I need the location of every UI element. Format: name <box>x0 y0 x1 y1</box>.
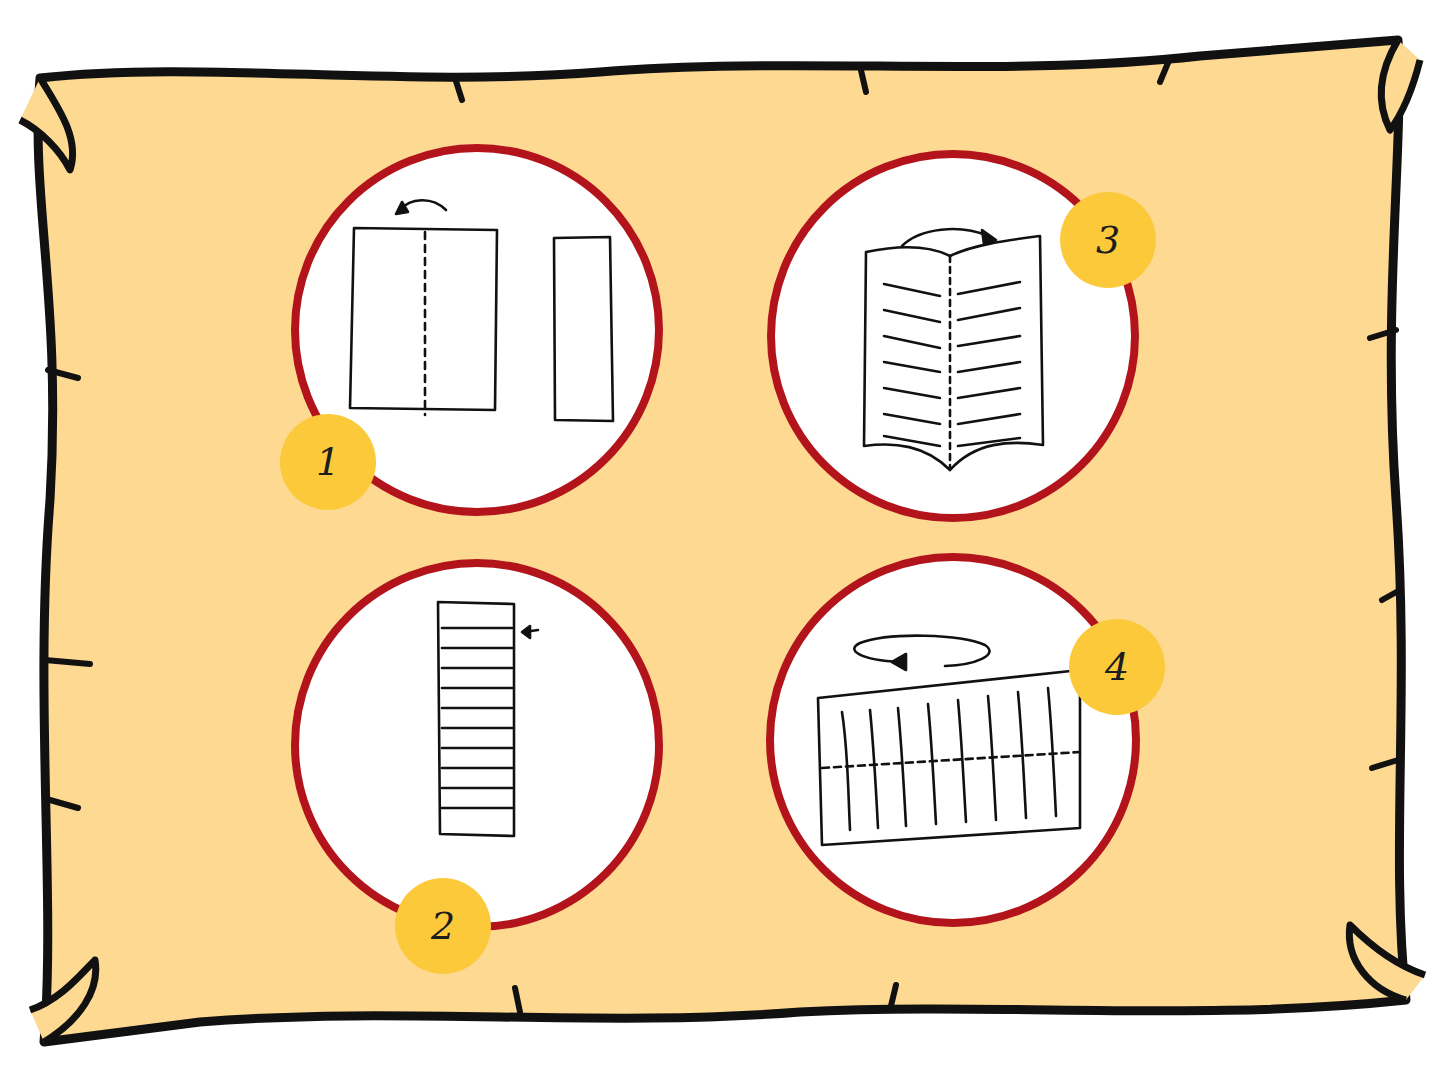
callout-badge: 1 <box>280 414 376 510</box>
callout-number: 2 <box>431 907 455 945</box>
callout-number: 4 <box>1105 648 1129 686</box>
callout-badge: 2 <box>395 878 491 974</box>
callout-number: 1 <box>316 443 340 481</box>
callout-badge: 3 <box>1060 192 1156 288</box>
callout-badge: 4 <box>1069 619 1165 715</box>
callout-number: 3 <box>1096 221 1120 259</box>
